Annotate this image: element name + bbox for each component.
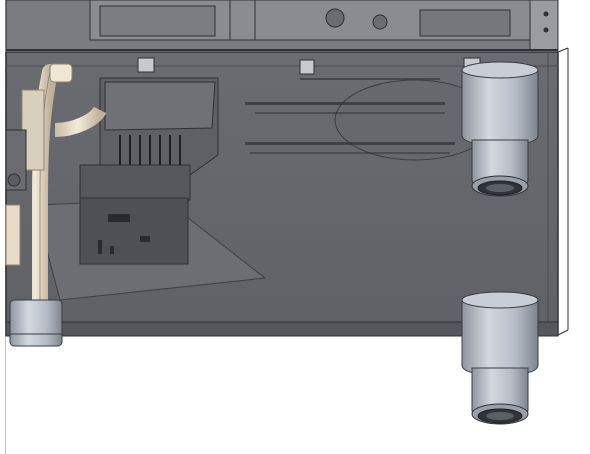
top-frame: [5, 0, 559, 51]
left-edge-components: [5, 129, 27, 266]
foot-cylinder-upper: [461, 61, 539, 197]
motor-assembly: [79, 77, 219, 265]
hose: [9, 63, 107, 347]
foot-cylinder-lower: [461, 291, 539, 425]
